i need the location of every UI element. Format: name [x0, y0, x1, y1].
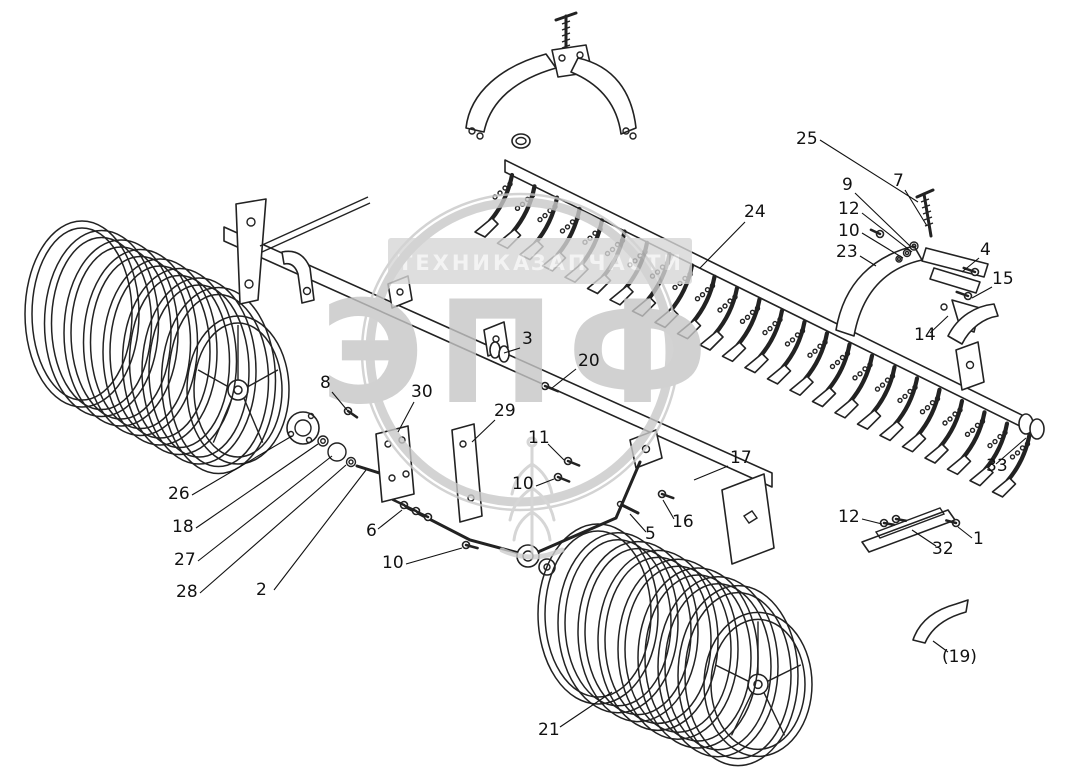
callout-10-top: 10: [838, 221, 904, 259]
callout-label: 17: [730, 448, 752, 468]
callout-12-bottom: 12: [838, 507, 883, 527]
left-spiral-roller: [24, 220, 290, 475]
callouts-layer: 25 7 9 12 10 24 23 4 15 14 3 20 8 30 29 …: [168, 129, 1027, 740]
callout-26: 26: [168, 435, 293, 504]
spare-knife: [912, 599, 969, 644]
callout-label: 7: [893, 171, 904, 191]
callout-label: 11: [528, 428, 550, 448]
callout-24: 24: [699, 202, 766, 269]
callout-label: 27: [174, 550, 196, 570]
callout-label: 30: [411, 382, 433, 402]
callout-3: 3: [503, 329, 533, 354]
watermark-band-left-text: ТЕХНИКА: [398, 251, 532, 275]
watermark-band: [388, 238, 692, 284]
spacer-cylinder: [489, 341, 510, 363]
callout-18: 18: [172, 443, 319, 537]
callout-label: 5: [645, 524, 656, 544]
callout-19: (19): [932, 640, 977, 667]
callout-label: 3: [522, 329, 533, 349]
callout-4: 4: [961, 240, 991, 273]
callout-label: 32: [932, 539, 954, 559]
callout-label: 12: [838, 507, 860, 527]
callout-1: 1: [957, 526, 984, 549]
callout-6: 6: [366, 509, 403, 541]
callout-label: 8: [320, 373, 331, 393]
bottom-spiral-roller: [537, 523, 813, 767]
callout-9: 9: [842, 175, 911, 247]
callout-label: 18: [172, 517, 194, 537]
callout-7: 7: [893, 171, 928, 227]
callout-label: 25: [796, 129, 818, 149]
callout-12-top: 12: [838, 199, 913, 253]
watermark-ring: [365, 197, 675, 507]
callout-label: 2: [256, 580, 267, 600]
callout-label: 29: [494, 401, 516, 421]
callout-label: 16: [672, 512, 694, 532]
callout-label: (19): [942, 647, 977, 667]
callout-2: 2: [256, 469, 367, 600]
callout-10-mid: 10: [512, 474, 555, 494]
bolt-set: [343, 228, 980, 550]
callout-15: 15: [971, 269, 1014, 299]
callout-8: 8: [320, 373, 348, 411]
callout-label: 1: [973, 529, 984, 549]
watermark-wheat-emblem: [499, 436, 565, 560]
callout-label: 23: [836, 242, 858, 262]
tine-row: [474, 172, 1032, 498]
callout-label: 26: [168, 484, 190, 504]
watermark-logo-text: ЭПФ: [320, 271, 720, 436]
callout-27: 27: [174, 455, 333, 570]
washer-set: [317, 241, 919, 468]
callout-25: 25: [796, 129, 919, 203]
callout-10-bottom: 10: [382, 547, 463, 573]
callout-29: 29: [471, 401, 516, 443]
callout-label: 12: [838, 199, 860, 219]
callout-23: 23: [836, 242, 877, 267]
callout-16: 16: [662, 499, 694, 532]
callout-label: 24: [744, 202, 766, 222]
callout-label: 21: [538, 720, 560, 740]
callout-14: 14: [914, 315, 949, 345]
callout-label: 20: [578, 351, 600, 371]
end-cap-bushing: [1018, 413, 1045, 440]
callout-label: 10: [382, 553, 404, 573]
callout-20: 20: [551, 351, 600, 389]
callout-label: 15: [992, 269, 1014, 289]
watermark-ring-outer: [360, 192, 680, 512]
callout-11: 11: [528, 428, 565, 461]
callout-label: 10: [512, 474, 534, 494]
callout-17: 17: [693, 448, 752, 481]
callout-5: 5: [629, 513, 656, 544]
callout-label: 14: [914, 325, 936, 345]
headstock-assembly: [465, 11, 637, 149]
callout-32: 32: [911, 529, 954, 559]
callout-label: 4: [980, 240, 991, 260]
callout-label: 28: [176, 582, 198, 602]
right-bracket-assembly: [835, 188, 999, 391]
callout-28: 28: [176, 464, 347, 602]
callout-21: 21: [538, 691, 613, 740]
callout-label: 9: [842, 175, 853, 195]
callout-label: 6: [366, 521, 377, 541]
callout-33: 33: [986, 437, 1027, 476]
callout-30: 30: [397, 382, 433, 433]
callout-label: 33: [986, 456, 1008, 476]
watermark: ТЕХНИКА ЗАПЧАСТИ ЭПФ: [320, 192, 720, 560]
callout-label: 10: [838, 221, 860, 241]
